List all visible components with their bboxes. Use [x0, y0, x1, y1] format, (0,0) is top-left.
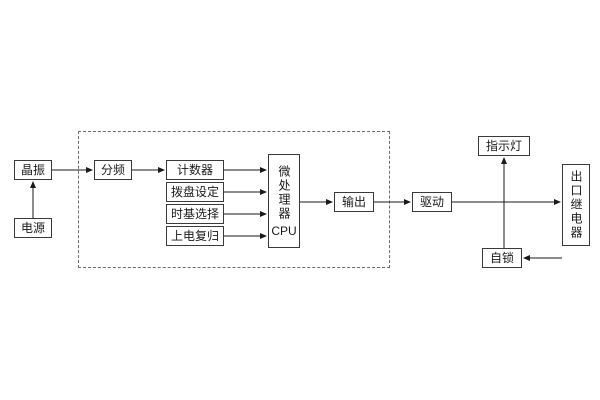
- node-frequency-divider-label: 分频: [100, 163, 125, 177]
- node-counter-label: 计数器: [176, 163, 213, 177]
- node-crystal-oscillator-label: 晶振: [20, 163, 45, 177]
- node-output: 输出: [334, 192, 374, 212]
- node-counter: 计数器: [166, 160, 224, 180]
- node-drive-label: 驱动: [419, 195, 444, 209]
- node-outlet-relay-label: 出口继电器: [569, 170, 583, 240]
- node-frequency-divider: 分频: [94, 160, 132, 180]
- node-timebase-select-label: 时基选择: [170, 207, 219, 221]
- node-drive: 驱动: [412, 192, 452, 212]
- node-power-on-reset: 上电复归: [166, 226, 224, 246]
- node-indicator-lamp: 指示灯: [478, 136, 530, 156]
- node-power-on-reset-label: 上电复归: [170, 229, 219, 243]
- node-cpu-label: CPU: [271, 224, 297, 238]
- dashed-module-boundary: [78, 131, 390, 268]
- node-microprocessor-cpu: 微处理器 CPU: [268, 154, 300, 248]
- node-crystal-oscillator: 晶振: [14, 160, 52, 180]
- node-dial-setting-label: 拨盘设定: [170, 185, 219, 199]
- node-power-supply: 电源: [14, 218, 52, 238]
- node-power-supply-label: 电源: [20, 221, 45, 235]
- node-output-label: 输出: [341, 195, 366, 209]
- node-dial-setting: 拨盘设定: [166, 182, 224, 202]
- node-outlet-relay: 出口继电器: [562, 164, 590, 246]
- node-self-lock: 自锁: [482, 248, 522, 268]
- node-timebase-select: 时基选择: [166, 204, 224, 224]
- node-microprocessor-label: 微处理器: [277, 165, 291, 221]
- node-self-lock-label: 自锁: [489, 251, 514, 265]
- node-indicator-lamp-label: 指示灯: [485, 139, 522, 153]
